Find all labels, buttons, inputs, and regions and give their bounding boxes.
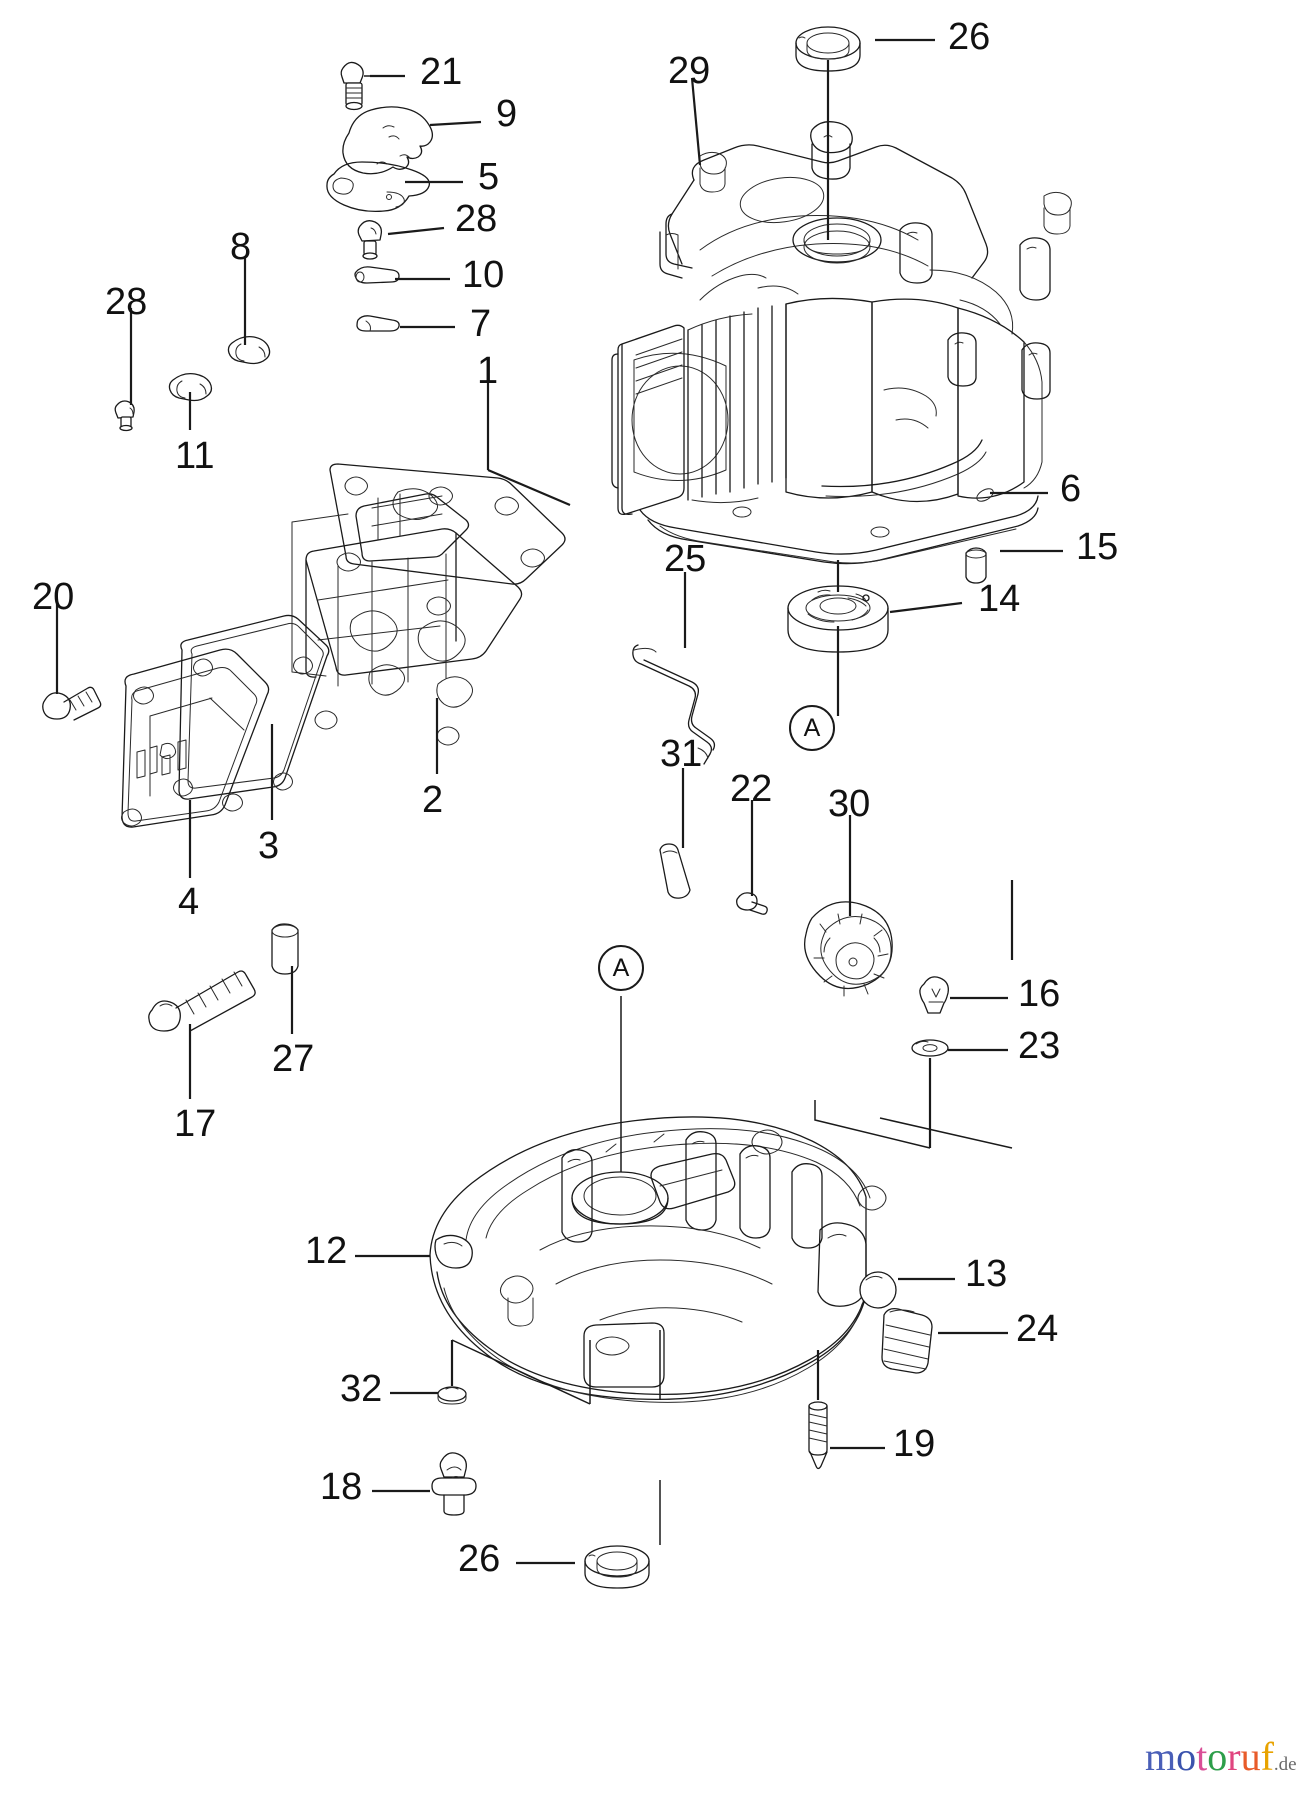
part-24-spring	[881, 1307, 933, 1374]
part-32-gasket-washer	[437, 1386, 467, 1405]
callout-14: 14	[978, 578, 1021, 620]
part-29-cylinder-block	[611, 121, 1072, 565]
callout-11: 11	[175, 435, 215, 477]
part-5-breather-gasket	[326, 161, 431, 213]
part-28-left-lash-adjuster	[114, 400, 135, 432]
callout-28-upper: 28	[455, 198, 498, 240]
callout-9: 9	[496, 93, 518, 135]
callout-6: 6	[1060, 468, 1082, 510]
callout-24: 24	[1016, 1308, 1059, 1350]
callout-8: 8	[230, 226, 252, 268]
callout-3: 3	[258, 825, 280, 867]
callout-29: 29	[668, 50, 711, 92]
part-7-breather-reed	[356, 315, 400, 332]
part-15-dowel-pin	[965, 547, 987, 584]
part-16-governor-screw	[919, 976, 949, 1014]
part-21-screw	[340, 61, 364, 111]
logo-letter-o1: o	[1176, 1734, 1197, 1779]
part-8-rocker-arm	[227, 335, 271, 365]
callout-21: 21	[420, 51, 463, 93]
callout-26-top: 26	[948, 16, 991, 58]
part-27-dowel-pin	[271, 923, 299, 975]
callout-30: 30	[828, 783, 871, 825]
part-10-breather-valve	[354, 266, 400, 284]
callout-26-bottom: 26	[458, 1538, 501, 1580]
leader-lines	[55, 38, 1063, 1565]
part-11-rocker-arm	[168, 372, 213, 402]
callout-7: 7	[470, 303, 492, 345]
part-30-governor-gear	[803, 901, 893, 997]
part-4-valve-cover	[121, 648, 270, 828]
callout-16: 16	[1018, 973, 1061, 1015]
brand-logo: motoruf.de	[1145, 1737, 1297, 1777]
callout-10: 10	[462, 254, 505, 296]
part-22-pin	[736, 892, 768, 915]
callout-15: 15	[1076, 526, 1119, 568]
part-20-screw	[42, 686, 102, 721]
logo-letter-t: t	[1196, 1734, 1208, 1779]
logo-letter-m: m	[1145, 1734, 1177, 1779]
callout-32: 32	[340, 1368, 383, 1410]
part-19-tapping-screw	[808, 1401, 828, 1470]
part-25-breather-tube	[632, 644, 716, 765]
callout-12: 12	[305, 1230, 348, 1272]
callout-31: 31	[660, 733, 703, 775]
part-2-cylinder-head	[291, 488, 523, 746]
callout-1: 1	[477, 350, 499, 392]
part-3-valve-cover-gasket	[173, 614, 330, 800]
callout-13: 13	[965, 1253, 1008, 1295]
callout-18: 18	[320, 1466, 363, 1508]
callout-2: 2	[422, 779, 444, 821]
part-18-drain-plug	[431, 1452, 477, 1516]
callout-20: 20	[32, 576, 75, 618]
callout-19: 19	[893, 1423, 936, 1465]
reference-marker-A-lower: A	[598, 945, 644, 991]
part-26-bottom-oil-seal	[584, 1545, 650, 1589]
callout-5: 5	[478, 156, 500, 198]
callout-22: 22	[730, 768, 773, 810]
callout-23: 23	[1018, 1025, 1061, 1067]
callout-17: 17	[174, 1103, 217, 1145]
part-13-steel-ball	[859, 1271, 897, 1309]
callout-4: 4	[178, 881, 200, 923]
callout-25: 25	[664, 538, 707, 580]
part-23-washer	[911, 1039, 949, 1057]
logo-suffix: .de	[1273, 1754, 1297, 1775]
logo-letter-r: r	[1227, 1734, 1241, 1779]
logo-letter-u: u	[1240, 1734, 1261, 1779]
logo-letter-o2: o	[1207, 1734, 1228, 1779]
reference-marker-A-upper: A	[789, 705, 835, 751]
logo-letter-f: f	[1260, 1734, 1274, 1779]
part-28-upper-lash-adjuster	[357, 220, 383, 260]
part-17-flange-bolt	[148, 970, 256, 1032]
part-31-shaft	[659, 843, 691, 899]
callout-28-left: 28	[105, 281, 148, 323]
callout-27: 27	[272, 1038, 315, 1080]
